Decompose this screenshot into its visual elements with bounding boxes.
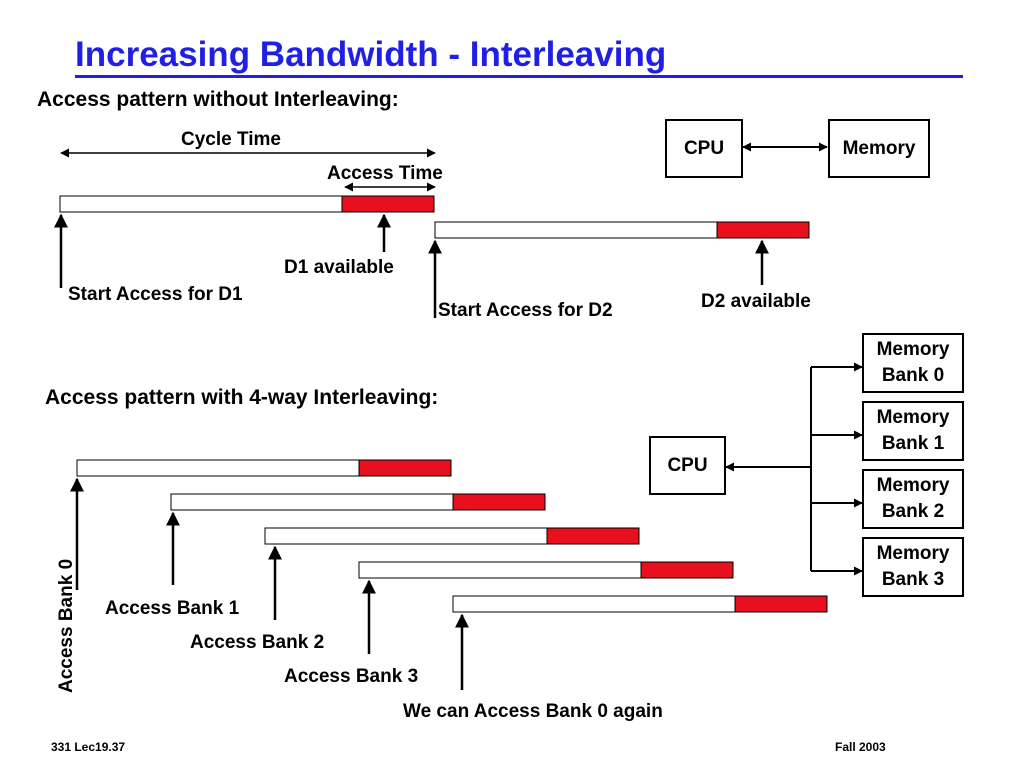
d1-available-label: D1 available <box>284 257 394 278</box>
heading-with-interleaving: Access pattern with 4-way Interleaving: <box>45 386 439 409</box>
cpu-box: CPU <box>665 119 743 178</box>
timing-bar-d2 <box>434 221 810 239</box>
footer-lecture: 331 Lec19.37 <box>51 740 126 754</box>
timing-bar-d1 <box>59 195 435 213</box>
slide-title: Increasing Bandwidth - Interleaving <box>75 35 667 74</box>
timing-bar-bank-1 <box>170 493 546 511</box>
start-d2-label: Start Access for D2 <box>438 300 613 321</box>
timing-bar-bank-0 <box>76 459 452 477</box>
timing-bar-bank-2 <box>264 527 640 545</box>
memory-box: Memory <box>828 119 930 178</box>
access-bank-0-label: Access Bank 0 <box>56 558 77 693</box>
memory-bank-1-box: Memory Bank 1 <box>862 401 964 461</box>
d2-available-label: D2 available <box>701 291 811 312</box>
start-d1-label: Start Access for D1 <box>68 284 243 305</box>
access-bank-2-label: Access Bank 2 <box>190 632 325 653</box>
heading-without-interleaving: Access pattern without Interleaving: <box>37 88 399 111</box>
timing-bar-bank-3 <box>358 561 734 579</box>
access-time-label: Access Time <box>327 163 443 184</box>
timing-bar-bank-0-again <box>452 595 828 613</box>
memory-bus <box>725 362 863 576</box>
footer-date: Fall 2003 <box>835 740 886 754</box>
access-bank-3-label: Access Bank 3 <box>284 666 419 687</box>
memory-bank-3-box: Memory Bank 3 <box>862 537 964 597</box>
access-bank-1-label: Access Bank 1 <box>105 598 240 619</box>
cpu-box-interleaved: CPU <box>649 436 726 495</box>
access-bank-0-again-label: We can Access Bank 0 again <box>403 701 663 722</box>
cycle-time-label: Cycle Time <box>181 129 281 150</box>
memory-bank-0-box: Memory Bank 0 <box>862 333 964 393</box>
title-underline <box>75 75 963 78</box>
memory-bank-2-box: Memory Bank 2 <box>862 469 964 529</box>
